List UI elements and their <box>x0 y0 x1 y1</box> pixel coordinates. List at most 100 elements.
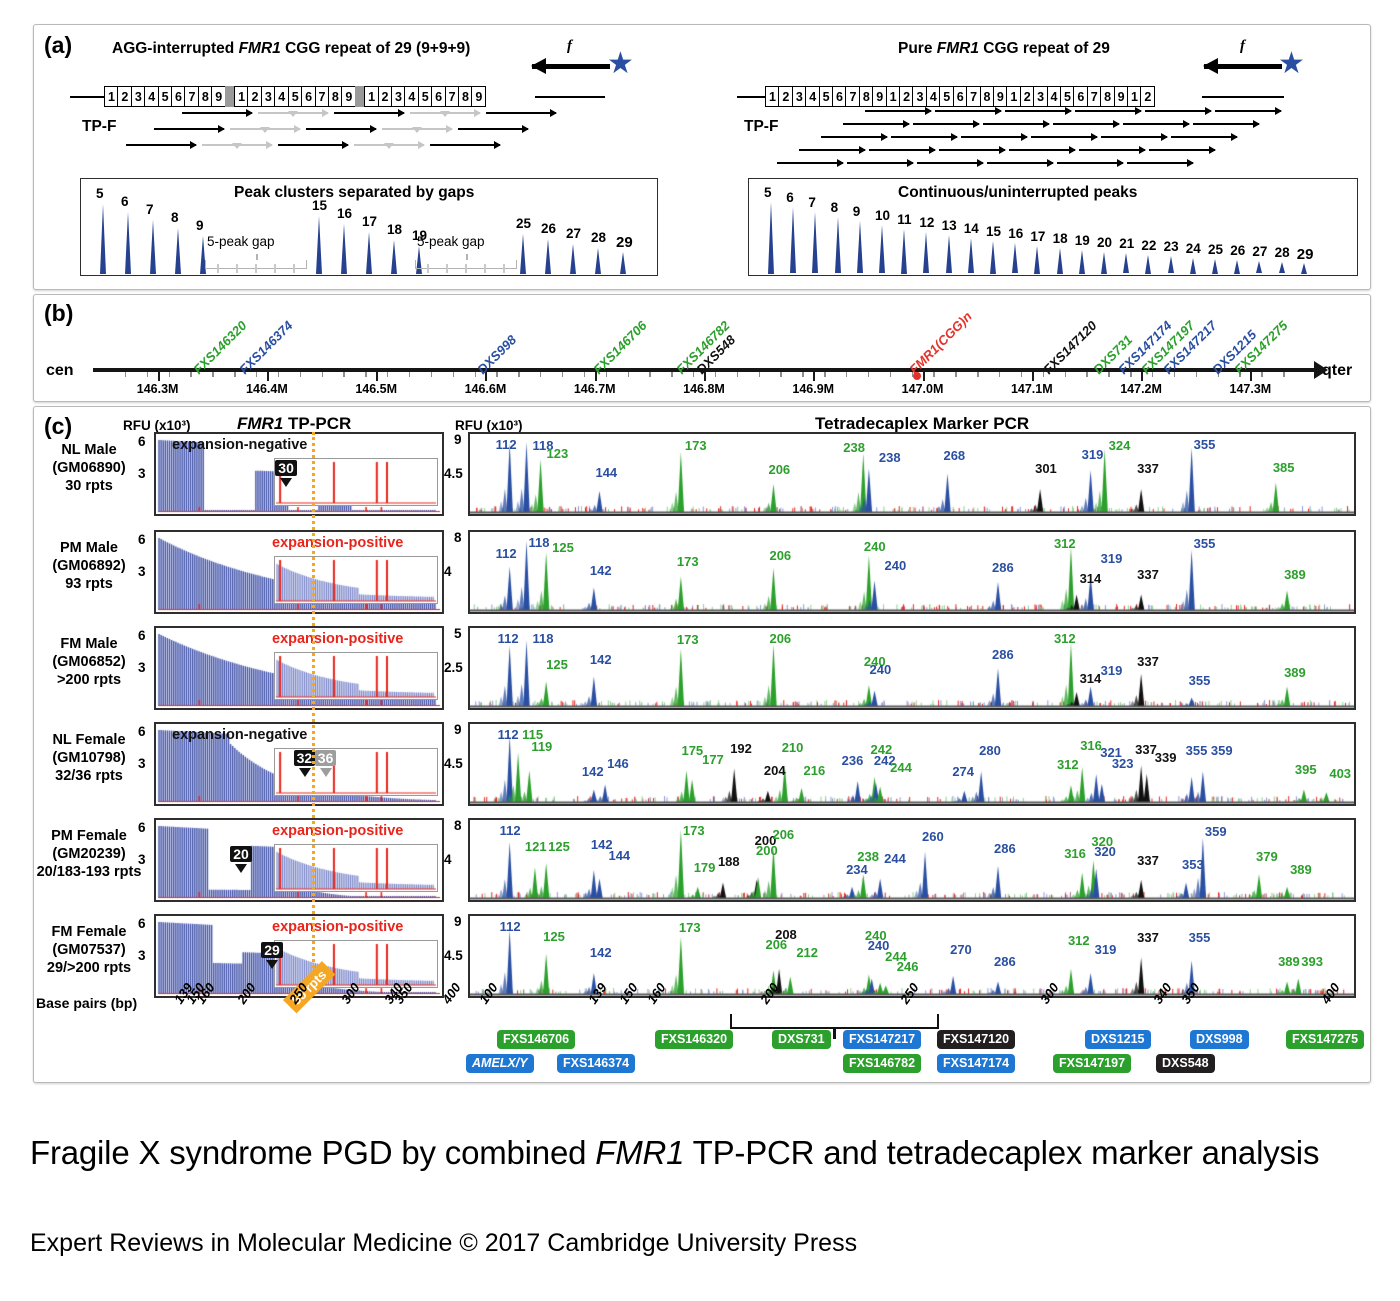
peak-size-label: 121 <box>525 839 547 854</box>
axis-minor-tick <box>933 372 934 377</box>
peak-size-label: 337 <box>1137 461 1159 476</box>
peak-size-label: 244 <box>884 851 906 866</box>
tpf-primer-arrow <box>1031 136 1097 138</box>
axis-minor-tick <box>584 372 585 377</box>
marker-chip[interactable]: FXS147120 <box>937 1030 1015 1049</box>
marker-chip[interactable]: AMELX/Y <box>466 1054 534 1073</box>
axis-major-tick <box>158 372 160 381</box>
axis-minor-tick <box>322 372 323 377</box>
axis-minor-tick <box>890 372 891 377</box>
peak-size-label: 337 <box>1137 930 1159 945</box>
peak-number: 11 <box>897 212 911 227</box>
gap-tick <box>217 264 219 273</box>
marker-chip[interactable]: FXS147197 <box>1053 1054 1131 1073</box>
peak-number: 29 <box>616 234 633 251</box>
peak-size-label: 179 <box>694 860 716 875</box>
peak <box>366 232 372 274</box>
peak-number: 13 <box>942 218 957 233</box>
axis-minor-tick <box>1130 372 1131 377</box>
peak <box>923 232 929 273</box>
peak-number: 15 <box>312 198 327 213</box>
tp-pcr-inset-trace <box>275 653 437 699</box>
marker-chip[interactable]: FXS146782 <box>843 1054 921 1073</box>
marker-chip[interactable]: DXS1215 <box>1085 1030 1151 1049</box>
peak-size-label: 323 <box>1112 756 1134 771</box>
peak-size-label: 389 <box>1284 567 1306 582</box>
tpf-primer-arrow <box>1149 149 1215 151</box>
marker-chip[interactable]: DXS731 <box>772 1030 831 1049</box>
tp-y-tick: 6 <box>138 724 146 739</box>
marker-chip[interactable]: DXS998 <box>1190 1030 1249 1049</box>
peak-size-label: 244 <box>890 760 912 775</box>
tetra-y-tick: 4.5 <box>444 948 463 963</box>
peak-number: 10 <box>875 208 890 223</box>
axis-minor-tick <box>147 372 148 377</box>
peak <box>1279 262 1285 273</box>
tpf-primer-arrow <box>202 144 272 146</box>
tp-y-tick: 3 <box>138 466 146 481</box>
axis-minor-tick <box>606 372 607 377</box>
marker-chip[interactable]: FXS147275 <box>1286 1030 1364 1049</box>
flank-primer-label: f <box>1240 38 1245 55</box>
axis-minor-tick <box>1021 372 1022 377</box>
peak-number: 26 <box>541 221 556 236</box>
title-gene: FMR1 <box>937 40 979 57</box>
tetra-y-tick: 4 <box>444 852 452 867</box>
gap-label: 5-peak gap <box>417 234 485 249</box>
callout-pointer <box>299 768 311 777</box>
tp-y-tick: 6 <box>138 434 146 449</box>
marker-chip[interactable]: FXS146320 <box>655 1030 733 1049</box>
tpf-primer-arrow <box>1053 123 1119 125</box>
peak <box>1079 250 1085 274</box>
peak-number: 25 <box>516 216 531 231</box>
peak-size-label: 337 <box>1137 567 1159 582</box>
marker-chip[interactable]: DXS548 <box>1156 1054 1215 1073</box>
flank-primer-label: f <box>567 38 572 55</box>
peak-size-label: 112 <box>498 631 519 646</box>
peak <box>1190 258 1196 274</box>
marker-chip[interactable]: FXS147174 <box>937 1054 1015 1073</box>
peak <box>570 244 576 274</box>
axis-tick-label: 147.1M <box>1008 382 1056 396</box>
marker-chip[interactable]: FXS146374 <box>557 1054 635 1073</box>
peak-size-label: 270 <box>950 942 972 957</box>
peak-size-label: 173 <box>683 823 705 838</box>
axis-minor-tick <box>671 372 672 377</box>
peak-number: 5 <box>96 186 104 201</box>
panel-b-label: (b) <box>44 300 73 327</box>
tpf-primer-arrow <box>1193 123 1259 125</box>
axis-tick-label: 146.9M <box>789 382 837 396</box>
axis-minor-tick <box>802 372 803 377</box>
panel-c-label: (c) <box>44 413 72 440</box>
peak-size-label: 337 <box>1137 654 1159 669</box>
tpf-primer-arrow <box>777 162 843 164</box>
tpf-primer-arrow <box>1057 162 1123 164</box>
axis-minor-tick <box>125 372 126 377</box>
marker-chip[interactable]: FXS146706 <box>497 1030 575 1049</box>
gap-label: 5-peak gap <box>207 234 275 249</box>
callout-pointer <box>280 478 292 487</box>
threshold-dotted-line <box>312 432 315 992</box>
marker-chip[interactable]: FXS147217 <box>843 1030 921 1049</box>
peak-size-label: 173 <box>685 438 707 453</box>
peak-size-label: 355 <box>1194 437 1216 452</box>
peak-size-label: 236 <box>842 753 864 768</box>
peak-size-label: 274 <box>952 764 974 779</box>
peak-size-label: 118 <box>529 535 550 550</box>
caption-gene: FMR1 <box>595 1134 684 1171</box>
tpf-primer-arrow <box>935 110 1001 112</box>
tp-pcr-inset-trace <box>275 557 437 603</box>
peak-size-label: 403 <box>1329 766 1351 781</box>
axis-minor-tick <box>343 372 344 377</box>
tpf-primer-arrow <box>1005 110 1071 112</box>
peak-number: 17 <box>362 214 377 229</box>
tp-y-tick: 3 <box>138 948 146 963</box>
axis-minor-tick <box>431 372 432 377</box>
callout-pointer <box>235 864 247 873</box>
axis-tick-label: 146.6M <box>461 382 509 396</box>
axis-minor-tick <box>977 372 978 377</box>
peak-size-label: 301 <box>1035 461 1057 476</box>
marker-range-bracket <box>730 1014 939 1029</box>
sample-label: PM Male <box>30 540 148 557</box>
peak-number: 26 <box>1230 243 1245 258</box>
